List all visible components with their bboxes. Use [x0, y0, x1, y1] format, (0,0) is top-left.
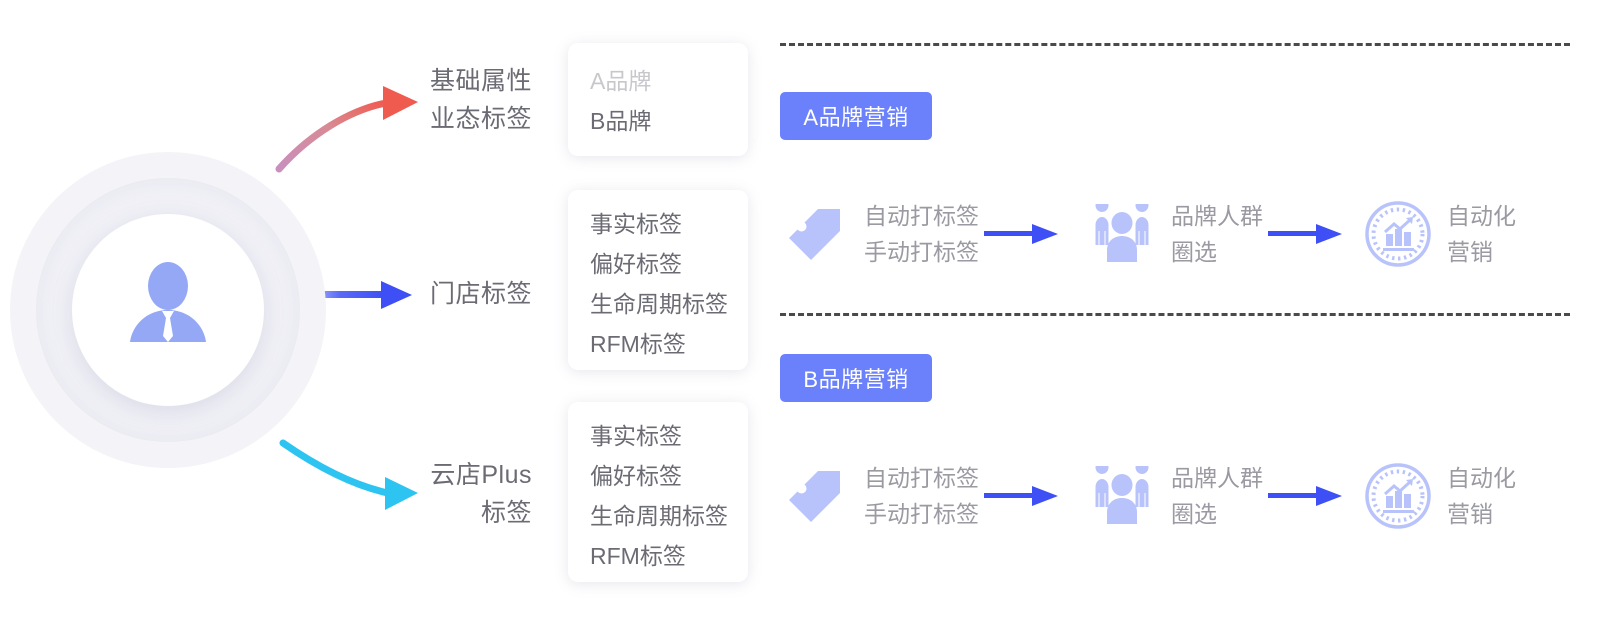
card-line: 生命周期标签 — [590, 503, 728, 529]
marketing-pipeline-brand-a: 自动打标签 手动打标签 品牌人群 圈选 — [780, 186, 1580, 282]
pipeline-step-label: 品牌人群 圈选 — [1171, 465, 1263, 527]
pipeline-step-label: 自动化 营销 — [1447, 465, 1516, 527]
card-line: A品牌 — [590, 68, 652, 94]
pipeline-step-automation[interactable]: 自动化 营销 — [1363, 460, 1516, 532]
card-line: RFM标签 — [590, 331, 686, 357]
customer-avatar-cluster — [10, 152, 326, 468]
user-avatar-icon — [72, 214, 264, 406]
brand-badge-b[interactable]: B品牌营销 — [780, 354, 932, 402]
flow-arrow-right — [979, 223, 1065, 245]
divider-middle — [780, 313, 1570, 316]
cloud-store-tag-card[interactable]: 事实标签 偏好标签 生命周期标签 RFM标签 — [568, 402, 748, 582]
pipeline-step-audience[interactable]: 品牌人群 圈选 — [1087, 460, 1263, 532]
branch-label-store-tags: 门店标签 — [429, 280, 532, 308]
flow-arrow-right — [1263, 223, 1349, 245]
analytics-badge-icon — [1363, 461, 1433, 531]
flow-arrow-right — [1263, 485, 1349, 507]
card-line: B品牌 — [590, 108, 652, 134]
flow-arrow-right — [979, 485, 1065, 507]
divider-top — [780, 43, 1570, 46]
pipeline-step-label: 品牌人群 圈选 — [1171, 203, 1263, 265]
branch-label-cloud-store-plus-tags: 云店Plus 标签 — [430, 461, 532, 527]
brand-card[interactable]: A品牌 B品牌 — [568, 43, 748, 156]
people-group-icon — [1087, 199, 1157, 269]
pipeline-step-tagging[interactable]: 自动打标签 手动打标签 — [780, 198, 979, 270]
card-line: 生命周期标签 — [590, 291, 728, 317]
card-line: 偏好标签 — [590, 463, 682, 489]
brand-badge-a[interactable]: A品牌营销 — [780, 92, 932, 140]
pipeline-step-tagging[interactable]: 自动打标签 手动打标签 — [780, 460, 979, 532]
pipeline-step-label: 自动化 营销 — [1447, 203, 1516, 265]
pipeline-step-label: 自动打标签 手动打标签 — [864, 465, 979, 527]
pipeline-step-audience[interactable]: 品牌人群 圈选 — [1087, 198, 1263, 270]
price-tag-icon — [780, 461, 850, 531]
card-line: RFM标签 — [590, 543, 686, 569]
marketing-pipeline-brand-b: 自动打标签 手动打标签 品牌人群 圈选 — [780, 448, 1580, 544]
pipeline-step-label: 自动打标签 手动打标签 — [864, 203, 979, 265]
store-tag-card[interactable]: 事实标签 偏好标签 生命周期标签 RFM标签 — [568, 190, 748, 370]
branch-label-basic-attributes: 基础属性 业态标签 — [429, 67, 532, 133]
pipeline-step-automation[interactable]: 自动化 营销 — [1363, 198, 1516, 270]
people-group-icon — [1087, 461, 1157, 531]
price-tag-icon — [780, 199, 850, 269]
card-line: 事实标签 — [590, 211, 682, 237]
analytics-badge-icon — [1363, 199, 1433, 269]
card-line: 事实标签 — [590, 423, 682, 449]
card-line: 偏好标签 — [590, 251, 682, 277]
